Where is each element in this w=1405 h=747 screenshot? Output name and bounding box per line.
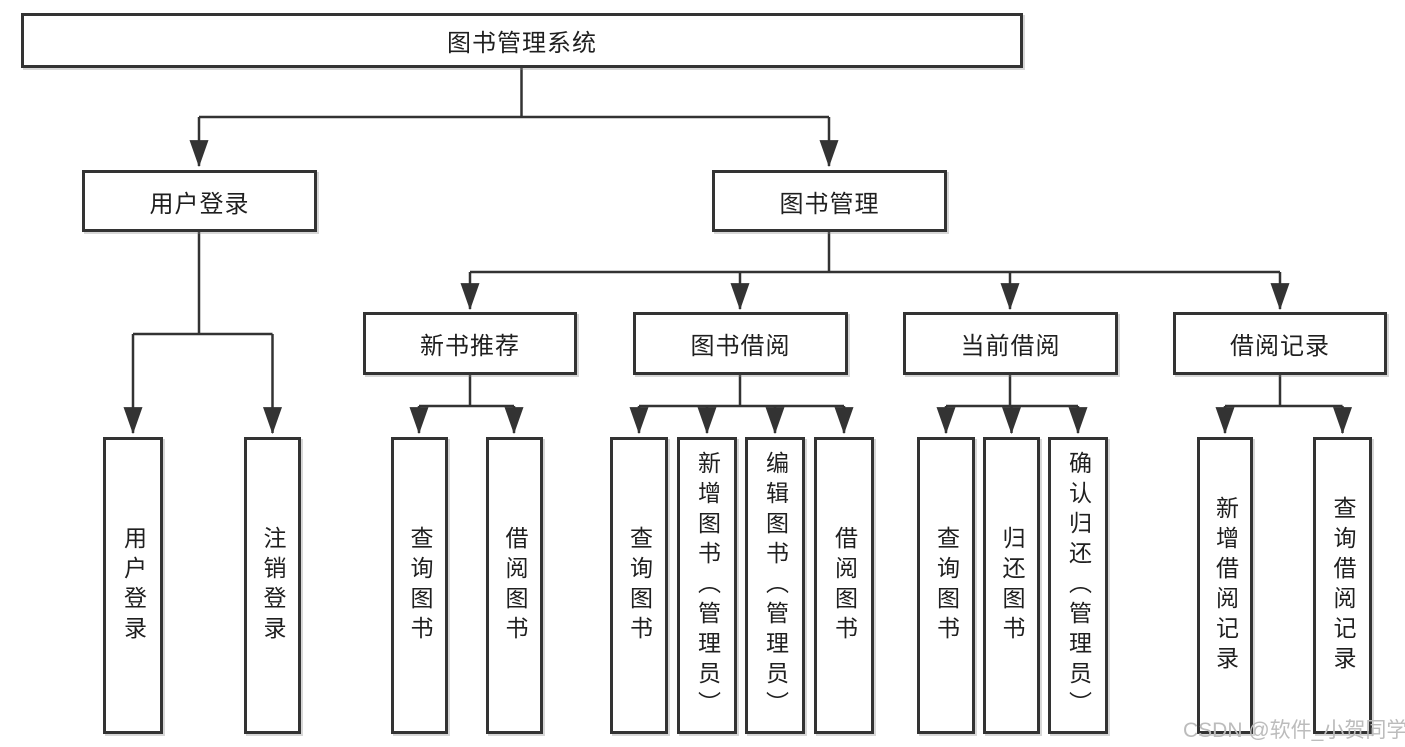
- leaf-label: 新增借阅记录: [1212, 495, 1239, 676]
- leaf-label: 确认归还（管理员）: [1065, 450, 1092, 721]
- node-book-mgmt: 图书管理: [712, 170, 947, 232]
- leaf-label: 归还图书: [999, 525, 1025, 646]
- leaf-logout: 注销登录: [244, 437, 301, 734]
- leaf-label: 查询图书: [407, 525, 433, 646]
- leaf-br-add-record: 新增借阅记录: [1197, 437, 1253, 734]
- node-label: 新书推荐: [420, 333, 520, 360]
- leaf-cb-confirm-return-admin: 确认归还（管理员）: [1048, 437, 1108, 734]
- connector-current-borrow-branch: [946, 375, 1078, 408]
- leaf-bb-add-books-admin: 新增图书（管理员）: [677, 437, 737, 734]
- node-label: 图书管理系统: [447, 30, 597, 57]
- node-label: 借阅记录: [1230, 333, 1330, 360]
- node-borrow-records: 借阅记录: [1173, 312, 1387, 375]
- leaf-cb-query-books: 查询图书: [917, 437, 975, 734]
- leaf-bb-query-books: 查询图书: [610, 437, 668, 734]
- leaf-label: 查询图书: [626, 525, 653, 646]
- node-new-books: 新书推荐: [363, 312, 577, 375]
- leaf-label: 查询图书: [933, 525, 960, 646]
- csdn-watermark: CSDN @软件_小贺同学: [1183, 719, 1405, 742]
- leaf-label: 新增图书（管理员）: [694, 450, 721, 721]
- node-label: 用户登录: [149, 190, 250, 218]
- connector-book-borrow-branch: [639, 375, 844, 408]
- leaf-label: 借阅图书: [502, 525, 528, 646]
- leaf-label: 用户登录: [120, 525, 147, 646]
- leaf-bb-borrow-books: 借阅图书: [814, 437, 874, 734]
- leaf-label: 查询借阅记录: [1330, 495, 1356, 676]
- node-label: 图书借阅: [690, 333, 791, 360]
- leaf-br-query-record: 查询借阅记录: [1313, 437, 1372, 734]
- leaf-label: 借阅图书: [831, 525, 858, 646]
- node-root-system: 图书管理系统: [21, 13, 1023, 68]
- leaf-nb-borrow-books: 借阅图书: [486, 437, 543, 734]
- leaf-cb-return-books: 归还图书: [983, 437, 1040, 734]
- connector-book-mgmt-to-level3: [470, 232, 1280, 274]
- node-user-login: 用户登录: [82, 170, 317, 232]
- connector-new-books-branch: [419, 375, 514, 408]
- leaf-label: 编辑图书（管理员）: [762, 450, 789, 721]
- node-label: 图书管理: [779, 190, 880, 218]
- node-current-borrow: 当前借阅: [903, 312, 1118, 375]
- node-label: 当前借阅: [960, 333, 1061, 360]
- connector-borrow-records-branch: [1225, 375, 1343, 408]
- leaf-label: 注销登录: [260, 525, 286, 646]
- node-book-borrow: 图书借阅: [633, 312, 848, 375]
- connector-root-to-level2: [199, 68, 829, 119]
- leaf-bb-edit-books-admin: 编辑图书（管理员）: [745, 437, 805, 734]
- connector-user-login-branch: [133, 232, 273, 336]
- leaf-user-login: 用户登录: [103, 437, 163, 734]
- leaf-nb-query-books: 查询图书: [391, 437, 448, 734]
